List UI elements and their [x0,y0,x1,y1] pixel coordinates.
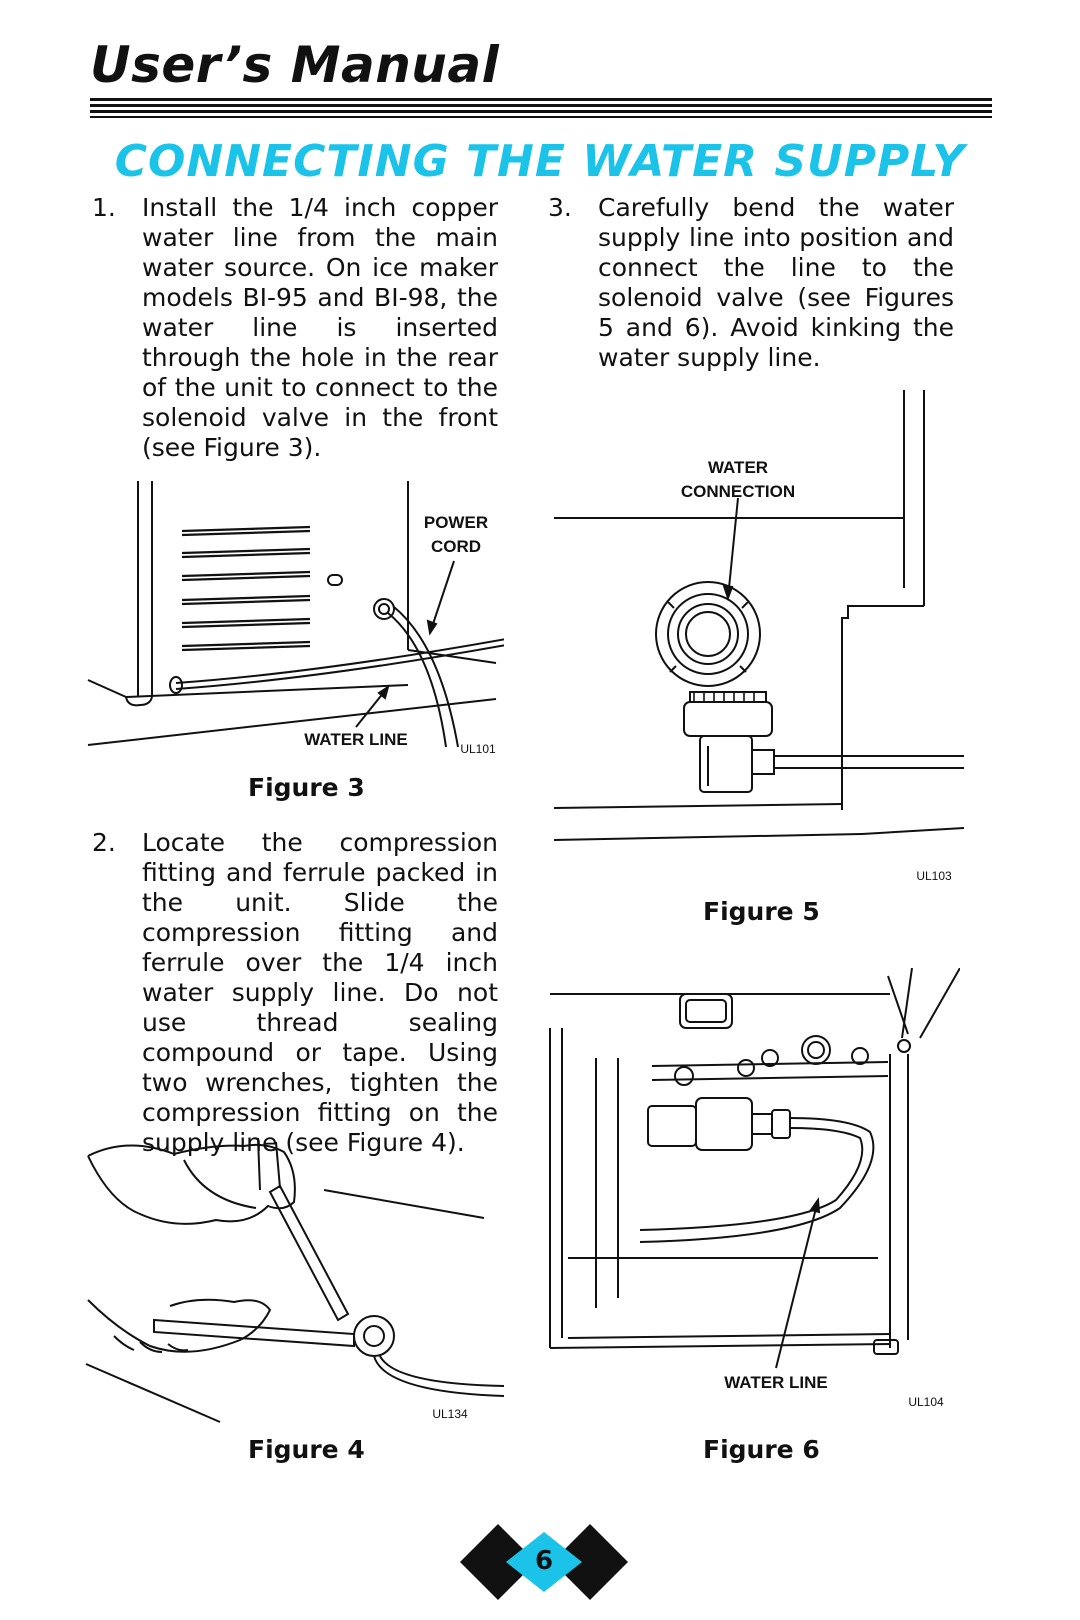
figure-6-caption: Figure 6 [703,1435,820,1464]
label-water-line: WATER LINE [304,730,408,749]
figure-code: UL101 [460,742,496,756]
page-title: CONNECTING THE WATER SUPPLY [114,136,966,187]
page-number: 6 [534,1546,554,1576]
figure-5-caption: Figure 5 [703,897,820,926]
step-number: 3. [548,193,572,222]
step-2: 2. Locate the compression fitting and fe… [92,828,498,1157]
figure-5-illustration: WATER CONNECTION UL103 [553,390,964,883]
page-number-badge: 6 [460,1524,628,1600]
label-power-cord-1: POWER [424,513,488,532]
step-number: 1. [92,193,116,222]
figure-code: UL103 [916,869,952,883]
label-water-connection-1: WATER [708,458,768,477]
step-1: 1. Install the 1/4 inch copper water lin… [92,193,498,463]
figure-code: UL104 [908,1395,944,1409]
label-water-line: WATER LINE [724,1373,828,1392]
figure-code: UL134 [432,1407,468,1421]
figure-4-illustration: UL134 [85,1137,504,1423]
step-text: Carefully bend the water supply line int… [598,193,954,372]
label-power-cord-2: CORD [431,537,481,556]
step-text: Locate the compression fitting and ferru… [142,828,498,1157]
step-text: Install the 1/4 inch copper water line f… [142,193,498,462]
header-rule [90,98,992,118]
figure-3-caption: Figure 3 [248,773,365,802]
manual-header-title: User’s Manual [90,36,500,94]
label-water-connection-2: CONNECTION [681,482,795,501]
figure-3-illustration: POWER CORD WATER LINE UL101 [87,481,504,756]
figure-6-illustration: WATER LINE UL104 [549,968,960,1409]
figure-4-caption: Figure 4 [248,1435,365,1464]
page-number-diamonds [460,1524,628,1600]
step-3: 3. Carefully bend the water supply line … [548,193,954,373]
step-number: 2. [92,828,116,857]
